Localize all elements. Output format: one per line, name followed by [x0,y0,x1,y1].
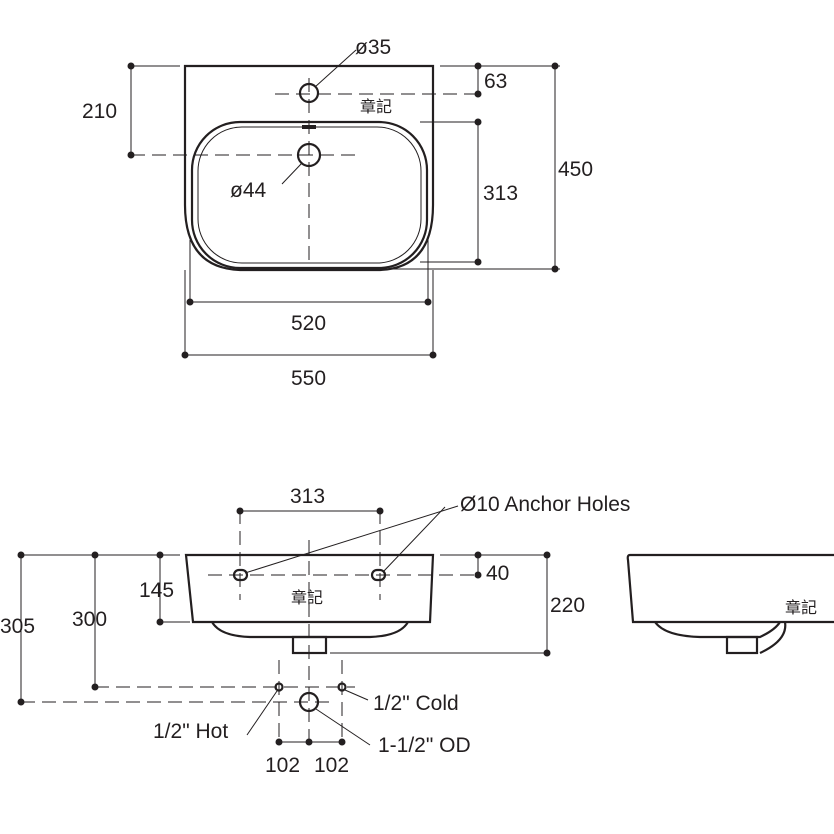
cold-label: 1/2" Cold [373,692,459,715]
dimension-dot [305,738,313,746]
dimension-dot [17,698,25,706]
dimension-dot [474,90,482,98]
dim-220: 220 [550,594,585,617]
dimension-end-dots [127,62,559,359]
dimension-dot [474,258,482,266]
leader-line [314,49,357,88]
dim-305: 305 [0,615,35,638]
front-mark-label: 章記 [291,588,323,607]
dimension-dot [181,351,189,359]
dimension-end-dots [17,507,551,746]
dimension-dot [156,551,164,559]
dimension-dot [474,571,482,579]
dimension-dot [127,151,135,159]
top-view: ø35 ø44 章記 210 63 313 450 520 550 [82,36,593,390]
tap-hole-label: ø35 [355,36,391,59]
leader-line [281,162,303,185]
leader-line [382,506,446,573]
dimension-dot [91,683,99,691]
dimension-dot [17,551,25,559]
dimension-dot [474,62,482,70]
dimension-dot [474,551,482,559]
dimension-dot [474,118,482,126]
dimension-dot [186,298,194,306]
leader-line [246,690,278,736]
basin-outline [183,64,435,272]
dim-102-cold: 102 [314,754,349,777]
side-bowl-underside [654,621,781,639]
dimension-dot [127,62,135,70]
waste-outlet [298,691,320,713]
front-body [184,553,435,624]
dim-520: 520 [291,312,326,335]
dimension-dot [91,551,99,559]
dimension-dot [543,649,551,657]
leader-line [344,689,369,701]
dim-anchor-313: 313 [290,485,325,508]
front-bowl-underside [211,621,409,639]
hot-supply [274,682,284,692]
dim-102-hot: 102 [265,754,300,777]
dimension-dot [551,62,559,70]
dimension-dot [543,551,551,559]
dim-145: 145 [139,579,174,602]
dimension-dot [275,738,283,746]
dim-210: 210 [82,100,117,123]
leader-line [315,708,371,746]
waste-hole-label: ø44 [230,179,267,202]
front-view: 313 Ø10 Anchor Holes 40 145 220 305 300 … [0,485,630,777]
dim-63: 63 [484,70,507,93]
side-mark-label: 章記 [785,598,817,617]
side-trap-pipe [759,621,787,654]
dimension-dot [424,298,432,306]
waste-label: 1-1/2" OD [378,734,471,757]
side-waste-tail [725,635,759,655]
anchor-holes-label: Ø10 Anchor Holes [460,493,630,516]
side-view: 章記 [626,553,834,655]
dimension-dot [338,738,346,746]
dim-40: 40 [486,562,509,585]
mark-label: 章記 [360,97,392,116]
hot-label: 1/2" Hot [153,720,228,743]
dimension-dot [429,351,437,359]
dim-300: 300 [72,608,107,631]
cold-supply [337,682,347,692]
dimension-dot [236,507,244,515]
dimension-dot [376,507,384,515]
dim-550: 550 [291,367,326,390]
dimension-dot [156,618,164,626]
side-body [626,553,834,624]
leader-line [244,505,459,574]
dim-313: 313 [483,182,518,205]
dimension-dot [551,265,559,273]
dim-450: 450 [558,158,593,181]
